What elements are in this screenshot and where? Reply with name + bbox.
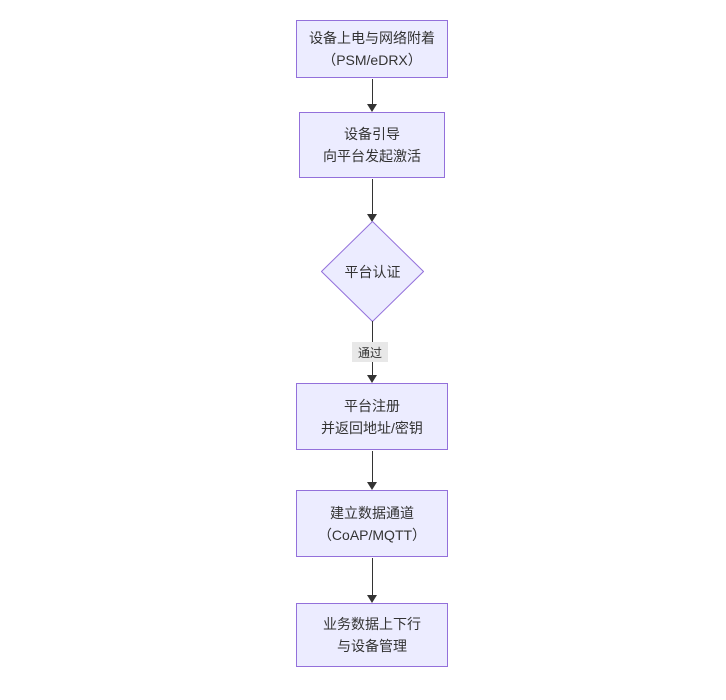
diamond-shape — [321, 221, 424, 322]
node-text-line: 设备上电与网络附着 — [309, 30, 435, 46]
connector-arrow-2 — [366, 179, 378, 222]
arrow-head — [367, 104, 377, 112]
arrow-shaft — [371, 451, 373, 482]
arrow-head — [367, 482, 377, 490]
connector-arrow-1 — [366, 79, 378, 112]
arrow-head — [367, 214, 377, 222]
connector-arrow-5 — [366, 558, 378, 603]
connector-arrow-4 — [366, 451, 378, 490]
flow-node-power-network-attach: 设备上电与网络附着 （PSM/eDRX） — [296, 20, 448, 78]
arrow-shaft — [371, 79, 373, 104]
arrow-shaft — [371, 558, 373, 595]
flow-node-business-data: 业务数据上下行 与设备管理 — [296, 603, 448, 667]
node-text-line: 并返回地址/密钥 — [321, 419, 423, 436]
edge-label-pass: 通过 — [352, 342, 388, 362]
node-text-line: 平台认证 — [344, 263, 401, 280]
node-text-line: 业务数据上下行 — [323, 616, 421, 632]
node-text-line: 向平台发起激活 — [323, 148, 421, 164]
node-text-line: 设备引导 — [344, 126, 400, 142]
node-text-line: 平台注册 — [344, 397, 400, 414]
arrow-head — [367, 375, 377, 383]
node-text-line: 与设备管理 — [337, 638, 407, 654]
arrow-shaft — [371, 179, 373, 214]
flow-node-platform-auth: 平台认证 — [321, 221, 424, 322]
flow-node-device-bootstrap: 设备引导 向平台发起激活 — [299, 112, 445, 178]
node-text-line: 建立数据通道 — [330, 504, 414, 521]
node-text-line: （PSM/eDRX） — [322, 52, 422, 68]
node-text-line: （CoAP/MQTT） — [317, 526, 427, 543]
flow-node-platform-register: 平台注册 并返回地址/密钥 — [296, 383, 448, 450]
arrow-head — [367, 595, 377, 603]
flow-node-data-channel: 建立数据通道 （CoAP/MQTT） — [296, 490, 448, 557]
